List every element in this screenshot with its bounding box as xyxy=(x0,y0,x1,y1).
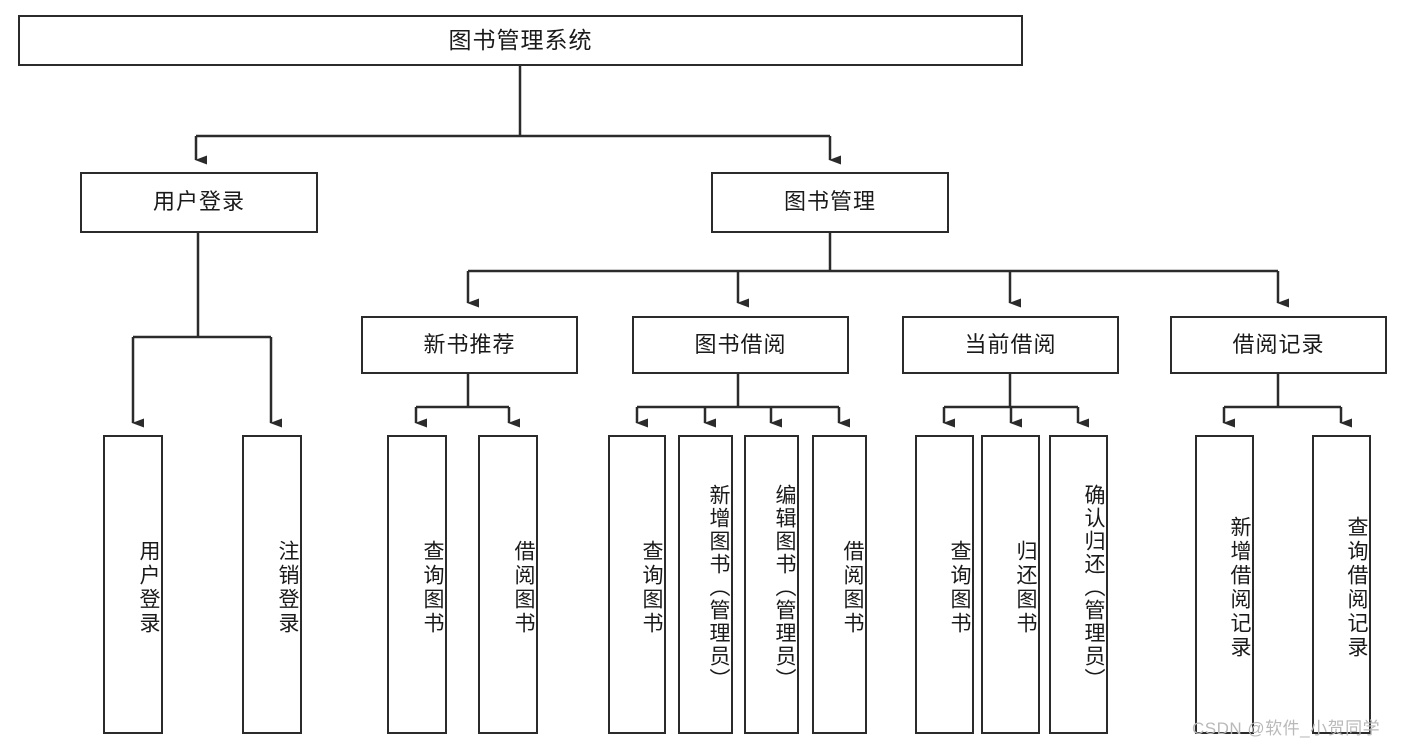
node-label: 图书管理 xyxy=(783,189,876,215)
node-label: 新增借阅记录 xyxy=(1228,515,1251,660)
leaf-query-books-recommend[interactable]: 查询图书 xyxy=(387,435,447,734)
leaf-query-borrowing-record[interactable]: 查询借阅记录 xyxy=(1312,435,1371,734)
node-label: 用户登录 xyxy=(137,539,160,636)
node-user-login[interactable]: 用户登录 xyxy=(80,172,318,233)
watermark-text: CSDN @软件_小贺同学 xyxy=(1192,719,1381,738)
leaf-query-books-current[interactable]: 查询图书 xyxy=(915,435,974,734)
node-label: 编辑图书（管理员） xyxy=(773,484,796,691)
node-label: 注销登录 xyxy=(276,539,299,636)
node-label: 查询图书 xyxy=(640,539,663,636)
node-label: 新增图书（管理员） xyxy=(707,484,730,691)
node-label: 新书推荐 xyxy=(423,331,516,357)
node-label: 图书借阅 xyxy=(694,331,787,357)
node-label: 借阅图书 xyxy=(512,539,535,636)
leaf-borrow-books-borrowing[interactable]: 借阅图书 xyxy=(812,435,867,734)
node-label: 查询图书 xyxy=(421,539,444,636)
leaf-confirm-return-admin[interactable]: 确认归还（管理员） xyxy=(1049,435,1108,734)
node-root-book-management-system[interactable]: 图书管理系统 xyxy=(18,15,1023,66)
leaf-user-login[interactable]: 用户登录 xyxy=(103,435,163,734)
node-label: 确认归还（管理员） xyxy=(1082,484,1105,691)
node-current-borrowing[interactable]: 当前借阅 xyxy=(902,316,1119,374)
node-borrowing-records[interactable]: 借阅记录 xyxy=(1170,316,1387,374)
node-label: 借阅记录 xyxy=(1232,331,1325,357)
csdn-watermark: CSDN @软件_小贺同学 xyxy=(1192,714,1380,739)
leaf-query-books-borrowing[interactable]: 查询图书 xyxy=(608,435,666,734)
node-label: 归还图书 xyxy=(1014,539,1037,636)
node-label: 图书管理系统 xyxy=(448,26,593,53)
leaf-edit-book-admin[interactable]: 编辑图书（管理员） xyxy=(744,435,799,734)
leaf-add-borrowing-record[interactable]: 新增借阅记录 xyxy=(1195,435,1254,734)
node-label: 当前借阅 xyxy=(964,331,1057,357)
leaf-add-book-admin[interactable]: 新增图书（管理员） xyxy=(678,435,733,734)
node-label: 借阅图书 xyxy=(841,539,864,636)
leaf-logout[interactable]: 注销登录 xyxy=(242,435,302,734)
leaf-borrow-books-recommend[interactable]: 借阅图书 xyxy=(478,435,538,734)
node-label: 用户登录 xyxy=(152,189,245,215)
node-book-borrowing[interactable]: 图书借阅 xyxy=(632,316,849,374)
node-label: 查询借阅记录 xyxy=(1345,515,1368,660)
node-new-book-recommendation[interactable]: 新书推荐 xyxy=(361,316,578,374)
node-label: 查询图书 xyxy=(948,539,971,636)
node-book-management[interactable]: 图书管理 xyxy=(711,172,949,233)
leaf-return-books[interactable]: 归还图书 xyxy=(981,435,1040,734)
